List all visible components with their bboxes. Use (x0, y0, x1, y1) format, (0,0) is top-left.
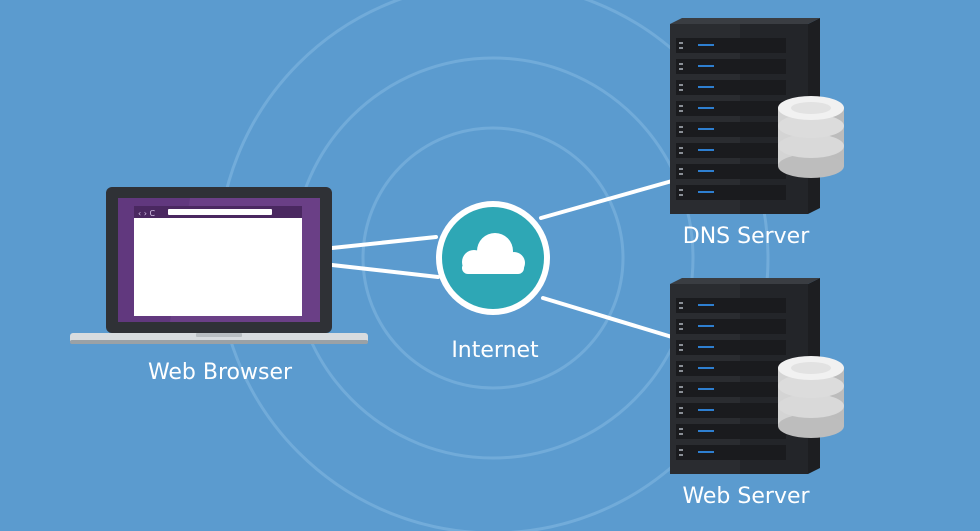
browser-window (134, 206, 302, 316)
rack-slot (676, 164, 786, 179)
slot-led (679, 126, 683, 128)
slot-led (679, 433, 683, 435)
slot-led (679, 194, 683, 196)
cloud-icon (462, 233, 525, 274)
slot-led (679, 328, 683, 330)
dns-server-label: DNS Server (682, 224, 810, 249)
slot-led (679, 110, 683, 112)
link-internet-web (541, 296, 674, 339)
slot-led (679, 63, 683, 65)
slot-indicator (698, 325, 714, 327)
slot-led (679, 47, 683, 49)
dns-server (670, 18, 844, 214)
slot-led (679, 131, 683, 133)
slot-led (679, 84, 683, 86)
slot-indicator (698, 149, 714, 151)
disk-layer (778, 114, 844, 138)
slot-led (679, 428, 683, 430)
slot-indicator (698, 304, 714, 306)
rack-slot (676, 185, 786, 200)
ring-1 (361, 126, 625, 390)
rack-slot (676, 122, 786, 137)
slot-indicator (698, 65, 714, 67)
slot-led (679, 307, 683, 309)
disk-layer (778, 134, 844, 158)
slot-indicator (698, 107, 714, 109)
slot-led (679, 105, 683, 107)
slot-led (679, 68, 683, 70)
slot-led (679, 323, 683, 325)
rack-slot (676, 403, 786, 418)
link-browser-internet-top (330, 235, 438, 250)
slot-indicator (698, 451, 714, 453)
slot-indicator (698, 388, 714, 390)
web-browser-label: Web Browser (147, 360, 293, 385)
laptop-notch (196, 333, 242, 337)
internet-hub (436, 201, 550, 315)
slot-led (679, 407, 683, 409)
slot-led (679, 449, 683, 451)
connections (330, 179, 674, 339)
disk-bottom (778, 414, 844, 438)
laptop: ‹ › C (70, 187, 368, 344)
rack-slot (676, 424, 786, 439)
rack-slot (676, 38, 786, 53)
internet-label: Internet (451, 338, 539, 363)
slot-led (679, 302, 683, 304)
web-server-label: Web Server (682, 484, 810, 509)
slot-led (679, 344, 683, 346)
slot-indicator (698, 191, 714, 193)
rack-slot (676, 143, 786, 158)
slot-led (679, 152, 683, 154)
slot-indicator (698, 367, 714, 369)
link-internet-dns (539, 179, 674, 220)
rack-slot (676, 59, 786, 74)
rack-slot (676, 319, 786, 334)
slot-led (679, 189, 683, 191)
slot-led (679, 168, 683, 170)
disk-layer (778, 374, 844, 398)
browser-nav-glyphs: ‹ › C (138, 209, 155, 218)
disk-layer (778, 394, 844, 418)
link-browser-internet-bottom (330, 263, 440, 279)
slot-led (679, 89, 683, 91)
slot-indicator (698, 170, 714, 172)
slot-led (679, 370, 683, 372)
disk-top-center (791, 102, 831, 114)
slot-led (679, 386, 683, 388)
laptop-base-edge (70, 340, 368, 344)
rack-top (670, 278, 820, 284)
slot-led (679, 412, 683, 414)
rack-slot (676, 298, 786, 313)
slot-led (679, 391, 683, 393)
rack-slot (676, 382, 786, 397)
disk-top-center (791, 362, 831, 374)
slot-indicator (698, 409, 714, 411)
slot-led (679, 147, 683, 149)
slot-led (679, 42, 683, 44)
rack-slot (676, 101, 786, 116)
slot-indicator (698, 430, 714, 432)
rack-slot (676, 340, 786, 355)
slot-led (679, 173, 683, 175)
rack-slot (676, 361, 786, 376)
slot-led (679, 365, 683, 367)
rack-slot (676, 445, 786, 460)
slot-indicator (698, 44, 714, 46)
slot-led (679, 454, 683, 456)
rack-slot (676, 80, 786, 95)
slot-indicator (698, 128, 714, 130)
web-server (670, 278, 844, 474)
disk-bottom (778, 154, 844, 178)
slot-indicator (698, 346, 714, 348)
browser-address-bar (168, 209, 272, 215)
rack-top (670, 18, 820, 24)
slot-indicator (698, 86, 714, 88)
slot-led (679, 349, 683, 351)
